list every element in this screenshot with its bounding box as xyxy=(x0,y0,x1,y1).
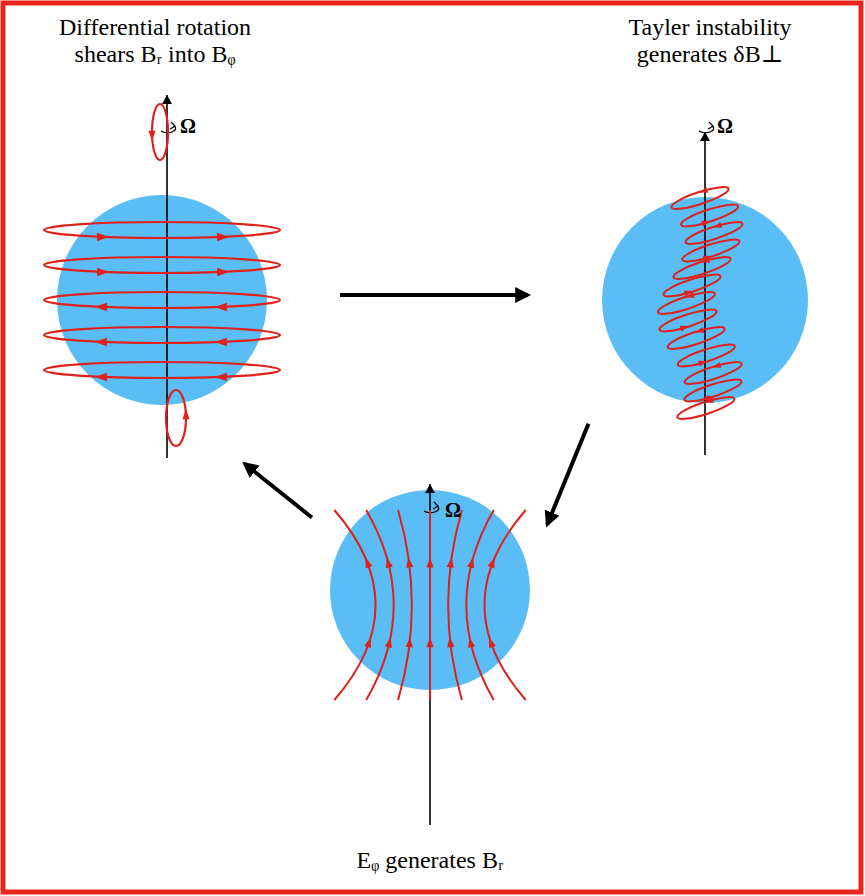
perturbation-loop xyxy=(666,323,727,353)
poloidal-field-line xyxy=(334,510,375,700)
sphere-illustration xyxy=(590,10,830,460)
perturbation-loop xyxy=(670,183,731,213)
field-arrowhead xyxy=(426,557,433,567)
toroidal-ring xyxy=(44,292,280,308)
rotation-curl-head xyxy=(708,122,713,129)
perturbation-loop xyxy=(656,288,717,318)
field-arrowhead xyxy=(680,326,689,332)
field-arrowhead xyxy=(95,303,107,311)
field-arrowhead xyxy=(488,558,495,569)
cycle-arrow xyxy=(547,424,588,525)
field-arrowhead xyxy=(148,131,155,141)
axis-arrowhead xyxy=(700,132,710,141)
field-arrowhead xyxy=(713,222,722,228)
field-arrowhead xyxy=(447,557,454,568)
panel-caption: Eᵩ generates Bᵣ xyxy=(357,847,504,874)
rotation-label: Ω xyxy=(717,116,733,136)
field-arrowhead xyxy=(701,221,710,227)
field-arrowhead xyxy=(217,233,229,241)
perturbation-loop xyxy=(679,201,740,231)
field-arrowhead xyxy=(686,292,695,298)
field-arrowhead xyxy=(97,233,109,241)
poloidal-field-line xyxy=(484,510,525,700)
field-arrowhead xyxy=(215,303,227,311)
field-arrowhead xyxy=(95,338,107,346)
rotation-label: Ω xyxy=(445,500,461,520)
field-arrowhead xyxy=(698,361,707,367)
rotation-curl-head xyxy=(170,122,175,129)
toroidal-ring xyxy=(44,257,280,273)
field-arrowhead xyxy=(467,557,474,568)
cycle-arrow xyxy=(340,293,528,297)
field-arrowhead xyxy=(385,637,392,648)
field-arrowhead xyxy=(95,373,107,381)
field-arrowhead xyxy=(712,362,721,368)
field-arrowhead xyxy=(468,637,475,648)
field-arrowhead xyxy=(701,257,710,263)
rotation-curl-head xyxy=(433,502,438,509)
field-arrowhead xyxy=(699,187,708,193)
field-arrowhead xyxy=(695,327,704,333)
field-arrowhead xyxy=(182,409,189,419)
sphere-illustration xyxy=(10,10,300,460)
field-arrowhead xyxy=(386,557,393,568)
perturbation-loop xyxy=(676,341,737,371)
poloidal-field-line xyxy=(466,510,494,700)
sphere-panel: Eᵩ generates Bᵣ Ω xyxy=(315,470,545,880)
sphere-panel: Differential rotation shears Bᵣ into Bᵩ Ω xyxy=(10,10,300,460)
axis-arrowhead xyxy=(162,95,172,104)
field-arrowhead xyxy=(447,637,454,648)
toroidal-ring xyxy=(44,327,280,343)
field-arrowhead xyxy=(365,558,372,569)
panel-caption: Tayler instability generates δB⊥ xyxy=(603,14,818,68)
field-arrowhead xyxy=(217,268,229,276)
field-arrowhead xyxy=(406,637,413,648)
poloidal-field-line xyxy=(398,510,412,700)
field-arrowhead xyxy=(705,397,714,403)
cycle-arrow xyxy=(245,464,312,518)
sphere-panel: Tayler instability generates δB⊥ Ω xyxy=(590,10,830,460)
field-arrowhead xyxy=(489,637,496,648)
frame-rect xyxy=(3,3,861,892)
poloidal-field-line xyxy=(366,510,394,700)
toroidal-ring xyxy=(44,222,280,238)
poloidal-field-line xyxy=(448,510,462,700)
panel-caption: Differential rotation shears Bᵣ into Bᵩ xyxy=(35,14,275,68)
field-arrowhead xyxy=(97,268,109,276)
axis-arrowhead xyxy=(425,484,435,493)
field-arrowhead xyxy=(406,557,413,568)
perturbation-loop xyxy=(658,306,719,336)
sphere-illustration xyxy=(315,470,545,880)
perturbation-loop xyxy=(675,393,736,423)
poloidal-field-line xyxy=(429,510,431,700)
rotation-axis xyxy=(429,484,431,825)
field-arrowhead xyxy=(215,373,227,381)
star-sphere xyxy=(57,195,267,405)
perturbation-loop xyxy=(672,253,733,283)
field-arrowhead xyxy=(364,637,371,648)
field-arrowhead xyxy=(426,637,433,647)
field-arrowhead xyxy=(215,338,227,346)
perturbation-loop xyxy=(681,236,742,266)
toroidal-ring xyxy=(44,362,280,378)
rotation-label: Ω xyxy=(180,116,196,136)
